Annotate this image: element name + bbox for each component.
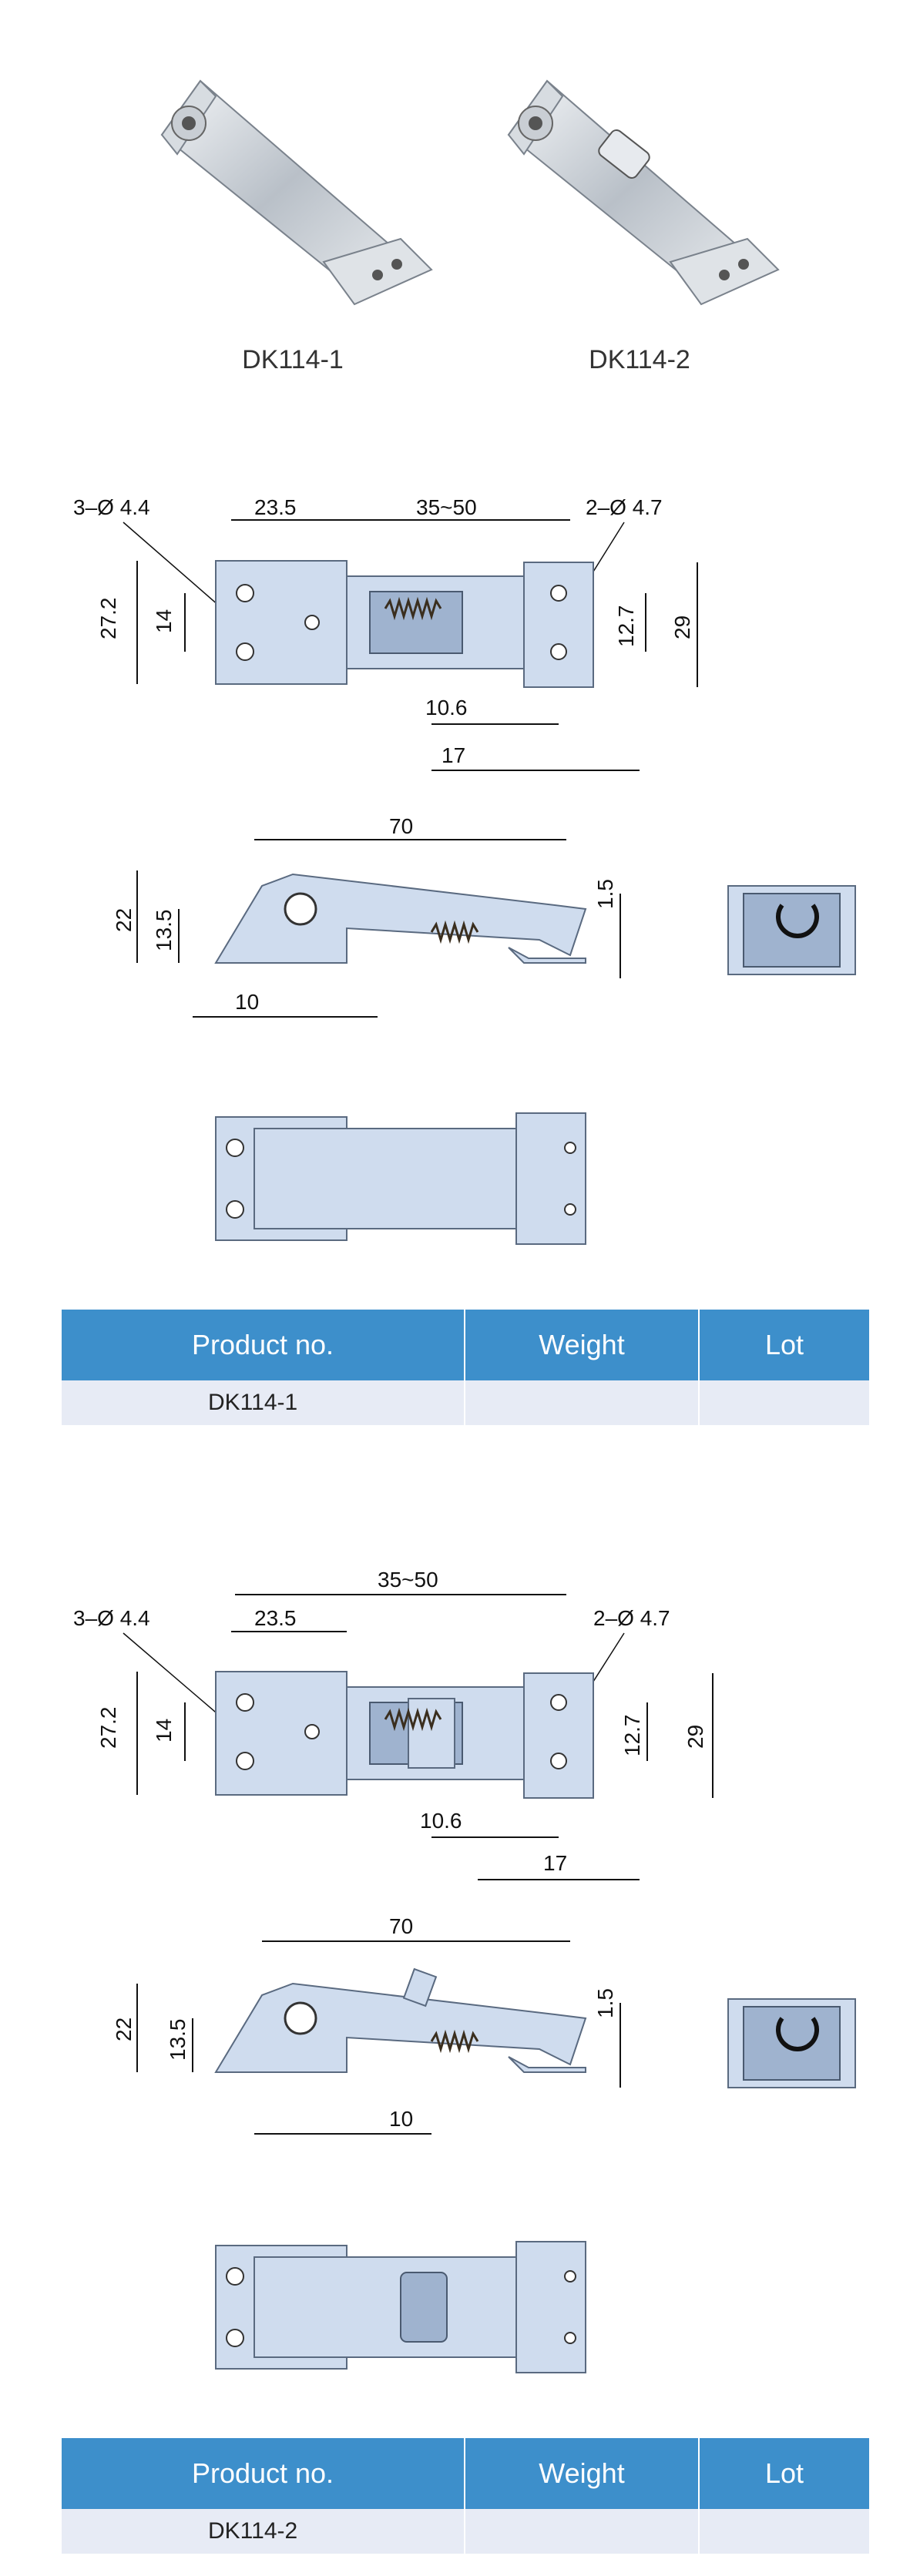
dim-70: 70	[389, 814, 413, 838]
header-product-no: Product no.	[62, 2438, 465, 2509]
dim-10-6: 10.6	[425, 696, 468, 719]
drawing-bottom-view-2	[0, 2226, 920, 2388]
cell-product-no: DK114-1	[62, 1380, 465, 1425]
dim-holes-right: 2–Ø 4.7	[593, 1606, 670, 1630]
dim-12-7: 12.7	[614, 605, 638, 648]
spec-table-2: Product no. Weight Lot DK114-2	[62, 2438, 869, 2554]
cell-lot	[699, 2509, 869, 2554]
drawing-bottom-view-1	[0, 1094, 920, 1271]
dim-holes-left: 3–Ø 4.4	[73, 495, 150, 519]
drawing-top-view-2: 35~50 3–Ø 4.4 23.5 2–Ø 4.7 27.2 14 12.7 …	[0, 1556, 920, 1895]
cell-product-no: DK114-2	[62, 2509, 465, 2554]
dim-70: 70	[389, 1914, 413, 1938]
dim-10: 10	[235, 990, 259, 1014]
dim-1-5: 1.5	[593, 1988, 617, 2018]
cell-lot	[699, 1380, 869, 1425]
dim-1-5: 1.5	[593, 879, 617, 909]
dim-10: 10	[389, 2107, 413, 2131]
dim-range: 35~50	[378, 1568, 438, 1592]
header-product-no: Product no.	[62, 1310, 465, 1380]
product-caption-2: DK114-2	[589, 345, 690, 374]
dim-17: 17	[543, 1851, 567, 1875]
dim-10-6: 10.6	[420, 1809, 462, 1833]
spec-table-1: Product no. Weight Lot DK114-1	[62, 1310, 869, 1425]
dim-27-2: 27.2	[96, 598, 120, 640]
dim-14: 14	[152, 1719, 176, 1742]
product-caption-1: DK114-1	[242, 345, 344, 374]
header-weight: Weight	[465, 1310, 700, 1380]
product-photo-2	[493, 65, 786, 320]
header-lot: Lot	[699, 2438, 869, 2509]
product-photo-1	[146, 65, 439, 320]
dim-range: 35~50	[416, 495, 477, 519]
drawing-top-view-1: 3–Ø 4.4 23.5 35~50 2–Ø 4.7 27.2 14 12.7 …	[0, 478, 920, 801]
dim-27-2: 27.2	[96, 1707, 120, 1749]
header-weight: Weight	[465, 2438, 700, 2509]
drawing-side-view-2: 70 22 13.5 1.5 10	[0, 1903, 920, 2172]
drawing-side-view-1: 70 22 13.5 1.5 10	[0, 801, 920, 1055]
dim-holes-right: 2–Ø 4.7	[586, 495, 663, 519]
cell-weight	[465, 2509, 700, 2554]
header-lot: Lot	[699, 1310, 869, 1380]
dim-22: 22	[112, 2018, 136, 2041]
cell-weight	[465, 1380, 700, 1425]
dim-13-5: 13.5	[166, 2019, 190, 2061]
dim-23-5: 23.5	[254, 495, 297, 519]
dim-17: 17	[442, 743, 465, 767]
dim-29: 29	[670, 615, 694, 639]
dim-23-5: 23.5	[254, 1606, 297, 1630]
dim-22: 22	[112, 908, 136, 932]
dim-29: 29	[683, 1725, 707, 1749]
dim-holes-left: 3–Ø 4.4	[73, 1606, 150, 1630]
dim-12-7: 12.7	[620, 1715, 644, 1757]
dim-13-5: 13.5	[152, 910, 176, 952]
dim-14: 14	[152, 609, 176, 633]
